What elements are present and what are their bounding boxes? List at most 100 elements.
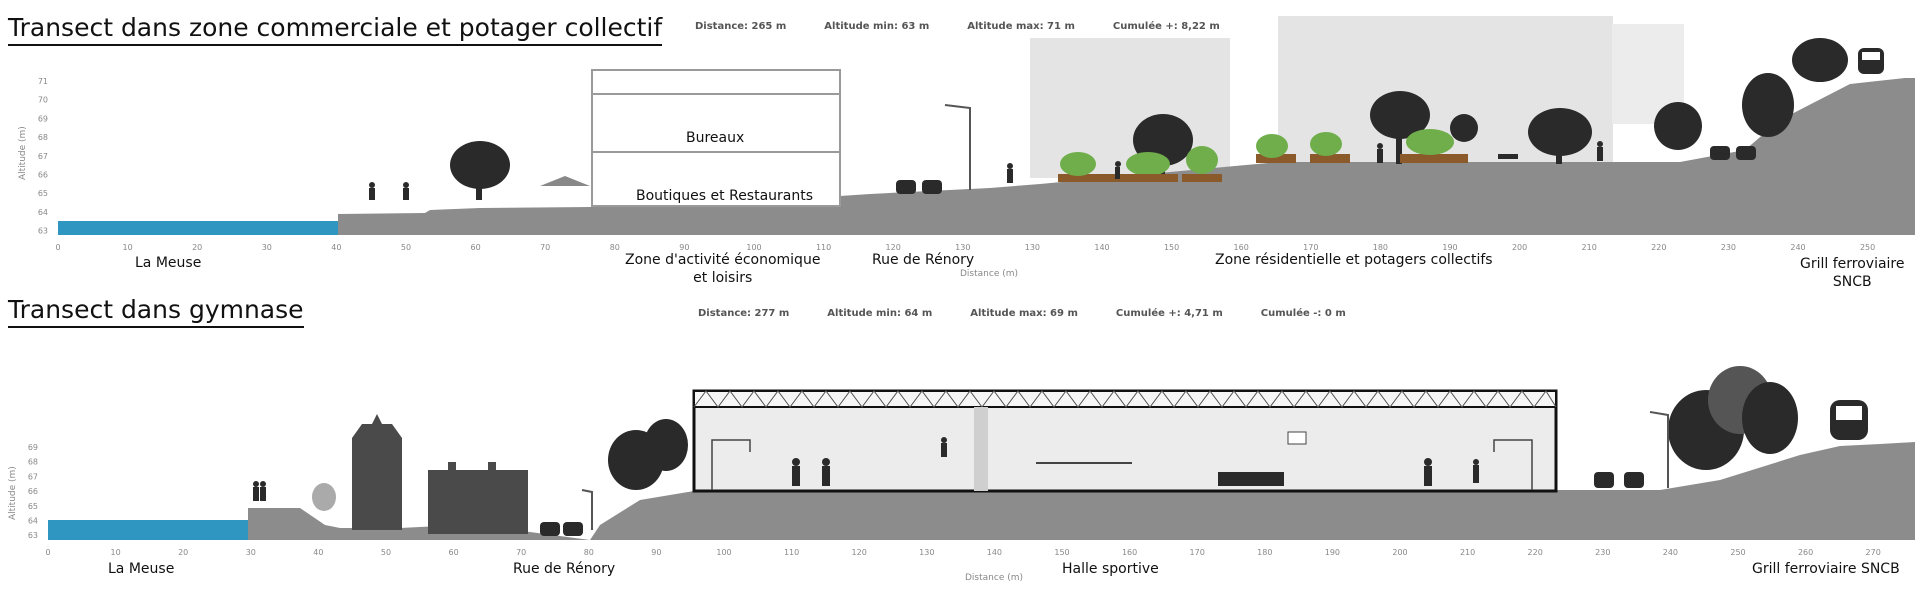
zone-meuse: La Meuse (135, 255, 202, 271)
tick-label: 0 (45, 548, 50, 557)
tick-label: 66 (28, 487, 38, 496)
tick-label: 140 (987, 548, 1002, 557)
tick-label: 63 (28, 531, 38, 540)
tick-label: 250 (1730, 548, 1745, 557)
ground-profile (338, 78, 1915, 235)
tick-label: 140 (1094, 243, 1109, 252)
tick-label: 100 (716, 548, 731, 557)
tick-label: 130 (955, 243, 970, 252)
tick-label: 30 (246, 548, 256, 557)
tick-label: 180 (1373, 243, 1388, 252)
tick-label: 190 (1325, 548, 1340, 557)
stat-cumul-minus: Cumulée -: 0 m (1260, 308, 1346, 319)
basketball-hoop-icon (1287, 431, 1307, 445)
tick-label: 220 (1651, 243, 1666, 252)
tick-label: 70 (38, 96, 48, 105)
tick-label: 30 (262, 243, 272, 252)
tick-label: 65 (28, 502, 38, 511)
tick-label: 60 (471, 243, 481, 252)
tick-label: 69 (28, 443, 38, 452)
train-icon (1858, 48, 1884, 74)
tick-label: 20 (178, 548, 188, 557)
tick-label: 10 (123, 243, 133, 252)
zone-renory: Rue de Rénory (513, 561, 616, 577)
tick-label: 70 (540, 243, 550, 252)
offices-label: Bureaux (686, 130, 745, 146)
tick-label: 200 (1392, 548, 1407, 557)
zone-renory: Rue de Rénory (872, 252, 975, 268)
tick-label: 270 (1866, 548, 1881, 557)
zone-zae: Zone d'activité économique et loisirs (625, 252, 821, 286)
transect2-stats: Distance: 277 m Altitude min: 64 m Altit… (698, 308, 1346, 319)
tick-label: 50 (401, 243, 411, 252)
tick-label: 150 (1054, 548, 1069, 557)
basketball-hoop-icon (711, 439, 751, 490)
tick-label: 68 (38, 133, 48, 142)
sports-hall (692, 389, 1558, 493)
planter-row (1058, 129, 1468, 182)
tick-label: 210 (1582, 243, 1597, 252)
meuse-water (58, 221, 338, 235)
lamp-post-icon (1649, 411, 1669, 488)
transect1-stats: Distance: 265 m Altitude min: 63 m Altit… (695, 21, 1220, 32)
stat-alt-min: Altitude min: 63 m (824, 21, 930, 32)
tick-label: 120 (852, 548, 867, 557)
tick-label: 20 (192, 243, 202, 252)
lamp-post-icon (581, 489, 593, 530)
tick-label: 260 (1798, 548, 1813, 557)
tick-label: 230 (1595, 548, 1610, 557)
tree-icon (450, 38, 1848, 200)
tick-label: 110 (816, 243, 831, 252)
tick-label: 170 (1303, 243, 1318, 252)
tick-label: 80 (584, 548, 594, 557)
tick-label: 67 (38, 152, 48, 161)
tick-label: 80 (610, 243, 620, 252)
tick-label: 90 (651, 548, 661, 557)
bench-icon (1498, 154, 1518, 159)
tick-label: 210 (1460, 548, 1475, 557)
stat-cumul-plus: Cumulée +: 8,22 m (1112, 21, 1220, 32)
tick-label: 50 (381, 548, 391, 557)
transect2-x-axis-label: Distance (m) (965, 573, 1024, 583)
stat-alt-max: Altitude max: 69 m (970, 308, 1078, 319)
tick-label: 220 (1528, 548, 1543, 557)
tick-label: 150 (1164, 243, 1179, 252)
tick-label: 70 (516, 548, 526, 557)
person-icon (369, 141, 1603, 200)
tick-label: 63 (38, 227, 48, 236)
car-icon (540, 472, 1644, 536)
tick-label: 65 (38, 189, 48, 198)
tree-icon (312, 366, 1798, 511)
tick-label: 170 (1190, 548, 1205, 557)
commercial-building (591, 69, 841, 207)
old-buildings (352, 414, 528, 534)
tick-label: 180 (1257, 548, 1272, 557)
tick-label: 60 (449, 548, 459, 557)
tick-label: 69 (38, 114, 48, 123)
stat-cumul-plus: Cumulée +: 4,71 m (1115, 308, 1223, 319)
tick-label: 10 (111, 548, 121, 557)
stat-alt-min: Altitude min: 64 m (827, 308, 933, 319)
umbrella-icon (540, 176, 590, 186)
shops-label: Boutiques et Restaurants (636, 188, 814, 204)
tick-label: 110 (784, 548, 799, 557)
tick-label: 66 (38, 171, 48, 180)
tick-label: 100 (746, 243, 761, 252)
tick-label: 230 (1721, 243, 1736, 252)
tick-label: 40 (313, 548, 323, 557)
stat-distance: Distance: 265 m (695, 21, 787, 32)
tick-label: 250 (1860, 243, 1875, 252)
stat-distance: Distance: 277 m (698, 308, 790, 319)
meuse-water (48, 520, 248, 540)
tick-label: 130 (919, 548, 934, 557)
tick-label: 200 (1512, 243, 1527, 252)
zone-meuse: La Meuse (108, 561, 175, 577)
train-icon (1830, 400, 1868, 440)
tick-label: 160 (1234, 243, 1249, 252)
car-icon (896, 146, 1756, 194)
